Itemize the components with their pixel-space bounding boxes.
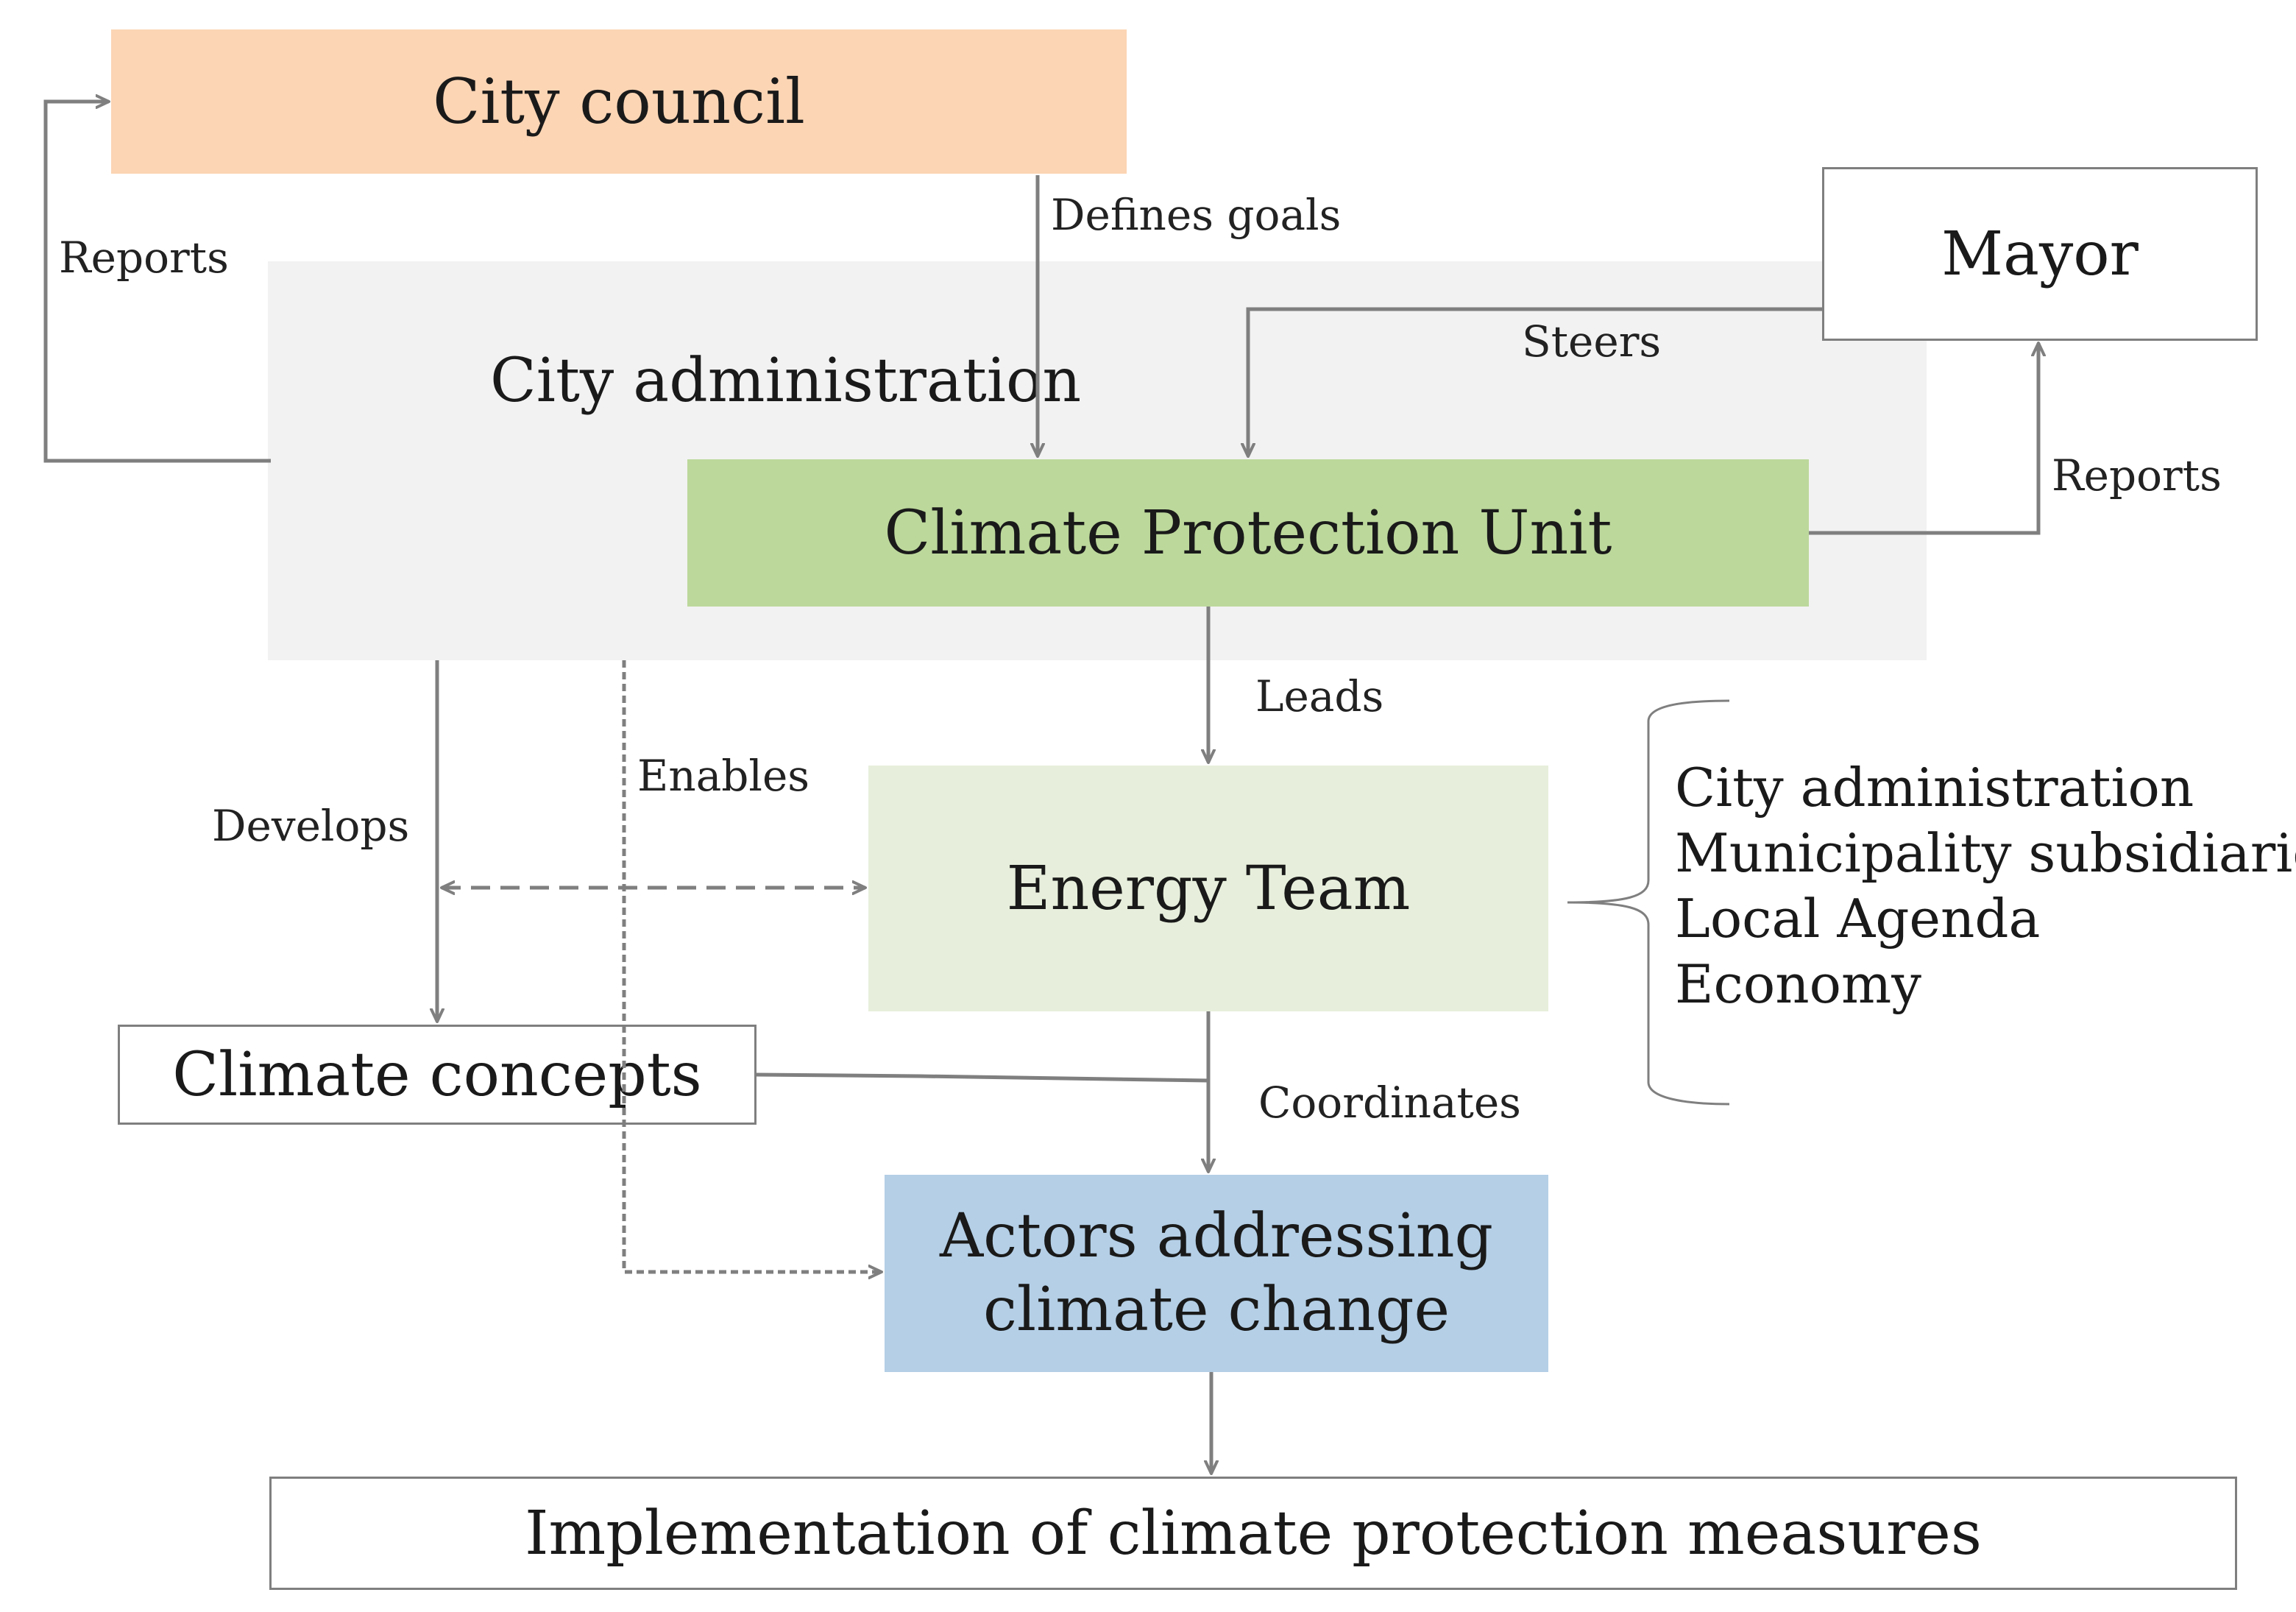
- climate-protection-unit-node: Climate Protection Unit: [687, 459, 1809, 607]
- city-administration-label: City administration: [490, 346, 1082, 416]
- member-city-administration: City administration: [1675, 757, 2194, 819]
- city-council-label: City council: [433, 66, 805, 138]
- reports-to-mayor-label: Reports: [2052, 450, 2222, 501]
- mayor-label: Mayor: [1941, 219, 2139, 289]
- energy-team-members-list: City administration Municipality subsidi…: [1675, 755, 2296, 1017]
- member-municipality-subsidiaries: Municipality subsidiaries: [1675, 822, 2296, 884]
- actors-node: Actors addressing climate change: [885, 1175, 1548, 1372]
- member-local-agenda: Local Agenda: [1675, 888, 2041, 950]
- reports-to-mayor-connector: [1809, 343, 2038, 535]
- member-economy: Economy: [1675, 953, 1921, 1015]
- mayor-node: Mayor: [1822, 167, 2258, 341]
- actors-label-line-2: climate change: [982, 1275, 1450, 1345]
- climate-concepts-node: Climate concepts: [118, 1025, 757, 1125]
- develops-label: Develops: [212, 801, 410, 851]
- enables-label: Enables: [637, 751, 810, 801]
- implementation-node: Implementation of climate protection mea…: [269, 1477, 2237, 1590]
- climate-concepts-join-connector: [756, 1072, 1209, 1083]
- coordinates-label: Coordinates: [1258, 1078, 1521, 1128]
- leads-label: Leads: [1255, 671, 1384, 721]
- energy-team-members-brace: [1567, 699, 1730, 1106]
- reports-to-council-label: Reports: [59, 233, 229, 283]
- climate-concepts-label: Climate concepts: [172, 1039, 702, 1110]
- implementation-label: Implementation of climate protection mea…: [525, 1498, 1982, 1569]
- steers-label: Steers: [1522, 317, 1662, 367]
- actors-label-line-1: Actors addressing: [939, 1201, 1494, 1271]
- energy-team-node: Energy Team: [868, 766, 1548, 1011]
- climate-protection-unit-label: Climate Protection Unit: [884, 498, 1612, 568]
- steers-connector: [1248, 307, 1822, 456]
- city-council-node: City council: [111, 29, 1127, 174]
- enables-connector: [622, 660, 882, 1272]
- energy-team-label: Energy Team: [1006, 853, 1411, 924]
- reports-to-council-connector: [43, 102, 271, 463]
- defines-goals-label: Defines goals: [1051, 190, 1342, 240]
